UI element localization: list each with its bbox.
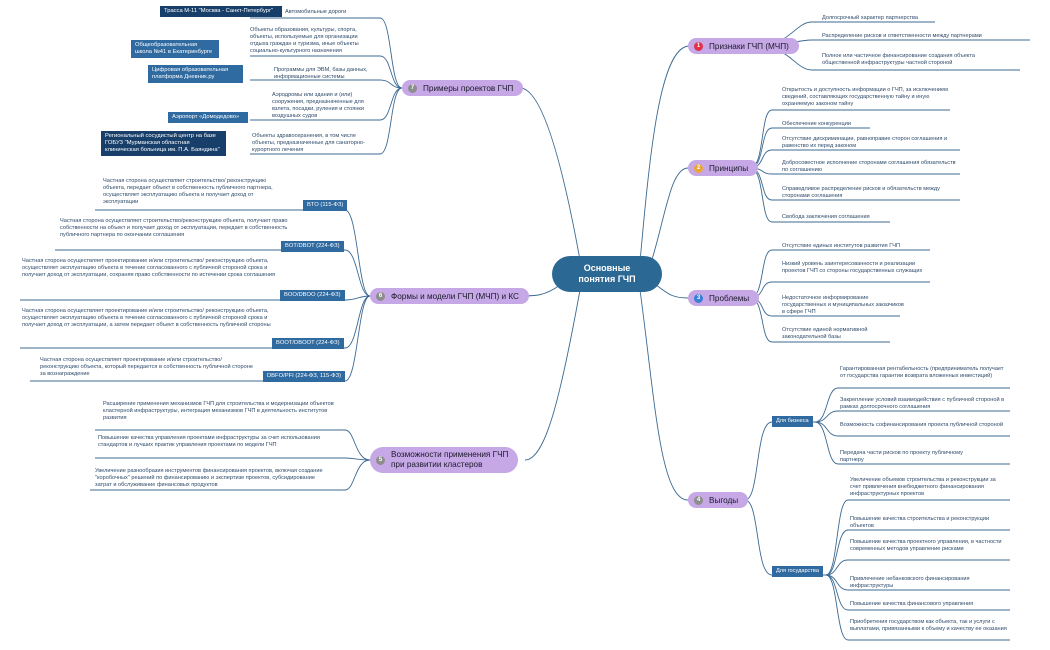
state-benefit-item[interactable]: Повышение качества финансового управлени… [850, 601, 974, 607]
benefits-state-label[interactable]: Для государства [772, 566, 823, 577]
business-benefit-item[interactable]: Возможность софинансирования проекта пуб… [840, 422, 1003, 428]
branch-problems[interactable]: 3 Проблемы [688, 290, 760, 306]
branch-problems-label: Проблемы [709, 293, 750, 303]
example-project-tag[interactable]: Трасса М-11 "Москва - Санкт-Петербург" [160, 6, 282, 17]
branch-cluster-label: Возможности применения ГЧП при развитии … [391, 450, 509, 469]
branch-forms-models[interactable]: 6 Формы и модели ГЧП (МЧП) и КС [370, 288, 529, 304]
example-category: Аэродромы или здания и (или) сооружения,… [272, 92, 364, 119]
number-badge-6: 6 [376, 291, 385, 301]
problem-item[interactable]: Отсутствие единых институтов развития ГЧ… [782, 243, 901, 249]
branch-examples-label: Примеры проектов ГЧП [423, 83, 514, 93]
model-tag[interactable]: BOT/DBOT (224-ФЗ) [281, 241, 344, 252]
model-description: Частная сторона осуществляет строительст… [60, 218, 288, 238]
number-badge-4: 4 [694, 495, 703, 505]
number-badge-3: 3 [694, 293, 703, 303]
example-project-tag[interactable]: Аэропорт «Домодедово» [168, 112, 248, 123]
problem-item[interactable]: Недостаточное информирование государстве… [782, 295, 904, 315]
example-project-tag[interactable]: Цифровая образовательная платформа Дневн… [148, 65, 243, 83]
model-tag[interactable]: BOOT/DBOOT (224-ФЗ) [272, 338, 344, 349]
business-benefit-item[interactable]: Передача части рисков по проекту публичн… [840, 450, 963, 463]
model-tag[interactable]: BOO/DBOO (224-ФЗ) [280, 290, 345, 301]
problem-item[interactable]: Отсутствие единой нормативной законодате… [782, 327, 868, 340]
state-benefit-item[interactable]: Увеличение объемов строительства и рекон… [850, 477, 996, 497]
state-benefit-item[interactable]: Повышение качества проектного управления… [850, 539, 1002, 552]
branch-features-label: Признаки ГЧП (МЧП) [709, 41, 789, 51]
business-benefit-item[interactable]: Гарантированная рентабельность (предприн… [840, 366, 1004, 379]
example-project-tag[interactable]: Общеобразовательная школа №41 в Екатерин… [131, 40, 219, 58]
cluster-opportunity-item[interactable]: Расширение применения механизмов ГЧП для… [103, 401, 334, 421]
cluster-opportunity-item[interactable]: Увеличение разнообразия инструментов фин… [95, 468, 323, 488]
benefits-business-label[interactable]: Для бизнеса [772, 416, 813, 427]
branch-forms-label: Формы и модели ГЧП (МЧП) и КС [391, 291, 519, 301]
model-tag[interactable]: BTO (115-ФЗ) [303, 200, 348, 211]
state-benefit-item[interactable]: Привлечение небанковского финансирования… [850, 576, 970, 589]
principle-item[interactable]: Отсутствие дискриминации, равноправие ст… [782, 136, 948, 149]
branch-principles[interactable]: 2 Принципы [688, 160, 759, 176]
principle-item[interactable]: Справедливое распределение рисков и обяз… [782, 186, 940, 199]
problem-item[interactable]: Низкий уровень заинтересованности и реал… [782, 261, 923, 274]
model-description: Частная сторона осуществляет проектирова… [22, 308, 271, 328]
branch-principles-label: Принципы [709, 163, 749, 173]
number-badge-7: 7 [408, 83, 417, 93]
example-category: Объекты образования, культуры, спорта, о… [250, 27, 359, 54]
feature-item[interactable]: Полное или частичное финансирование созд… [822, 53, 975, 66]
branch-features[interactable]: 1 Признаки ГЧП (МЧП) [688, 38, 799, 54]
branch-benefits[interactable]: 4 Выгоды [688, 492, 749, 508]
feature-item[interactable]: Распределение рисков и ответственности м… [822, 33, 982, 39]
number-badge-5: 5 [376, 455, 385, 465]
model-description: Частная сторона осуществляет проектирова… [22, 258, 276, 278]
example-category: Автомобильные дороги [285, 9, 347, 15]
branch-project-examples[interactable]: 7 Примеры проектов ГЧП [402, 80, 524, 96]
principle-item[interactable]: Добросовестное исполнение сторонами согл… [782, 160, 956, 173]
cluster-opportunity-item[interactable]: Повышение качества управления проектами … [98, 435, 320, 448]
principle-item[interactable]: Открытость и доступность информации о ГЧ… [782, 87, 949, 107]
principle-item[interactable]: Обеспечение конкуренции [782, 121, 851, 127]
state-benefit-item[interactable]: Повышение качества строительства и рекон… [850, 516, 990, 529]
business-benefit-item[interactable]: Закрепление условий взаимодействия с пуб… [840, 397, 1005, 410]
feature-item[interactable]: Долгосрочный характер партнерства [822, 15, 918, 21]
principle-item[interactable]: Свобода заключения соглашения [782, 214, 870, 220]
state-benefit-item[interactable]: Приобретения государством как объекта, т… [850, 619, 1007, 632]
example-category: Программы для ЭВМ, базы данных, информац… [274, 67, 368, 80]
branch-cluster-opportunities[interactable]: 5 Возможности применения ГЧП при развити… [370, 447, 519, 473]
number-badge-2: 2 [694, 163, 703, 173]
branch-benefits-label: Выгоды [709, 495, 739, 505]
model-description: Частная сторона осуществляет строительст… [103, 178, 273, 205]
central-topic[interactable]: Основные понятия ГЧП [552, 256, 662, 292]
example-project-tag[interactable]: Региональный сосудистый центр на базе ГО… [101, 131, 226, 156]
number-badge-1: 1 [694, 41, 703, 51]
example-category: Объекты здравоохранения, в том числе объ… [252, 133, 365, 153]
model-description: Частная сторона осуществляет проектирова… [40, 357, 253, 377]
model-tag[interactable]: DBFO/PFI (224-ФЗ, 115-ФЗ) [263, 371, 346, 382]
